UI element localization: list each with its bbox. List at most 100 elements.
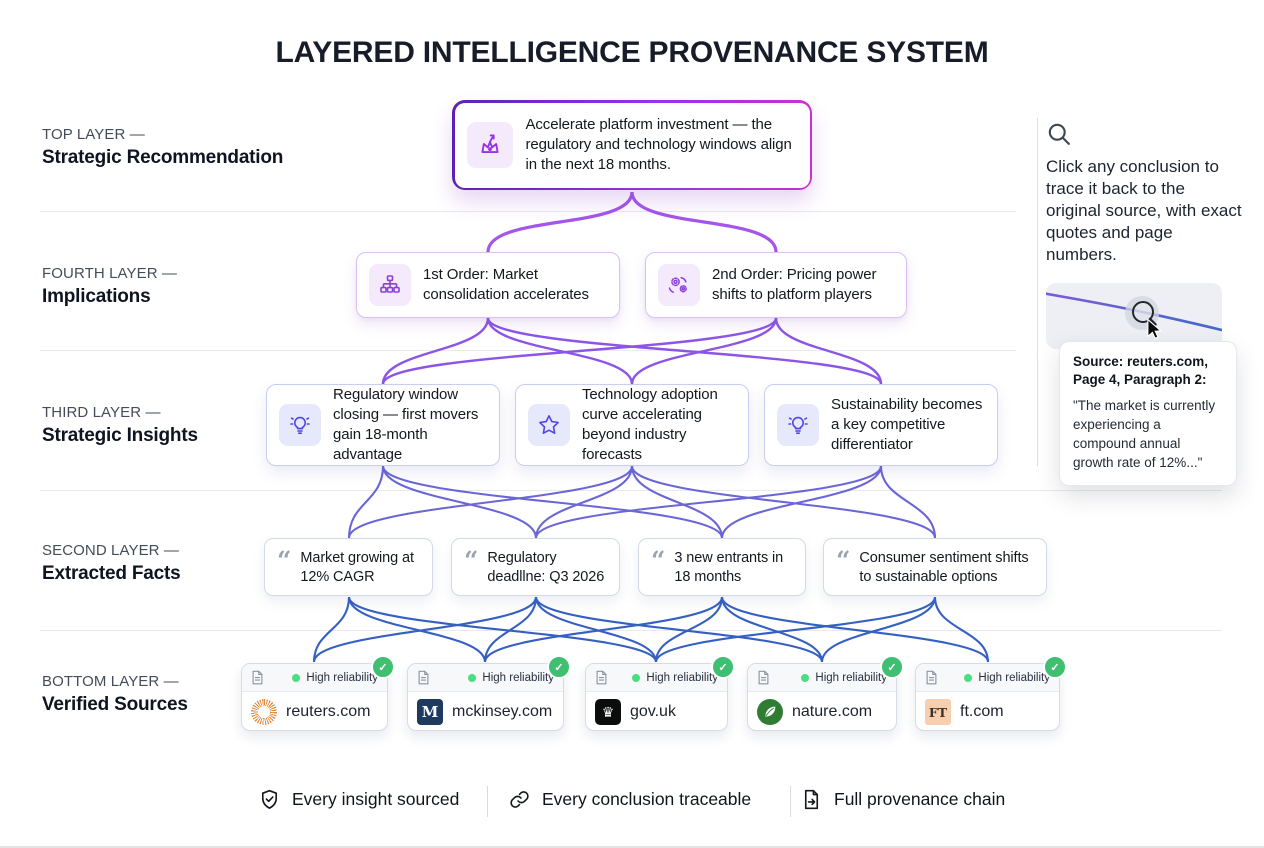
layer-label-bottom: BOTTOM LAYER — Verified Sources bbox=[42, 673, 188, 716]
ft-logo: FT bbox=[925, 699, 951, 725]
footer-label: Every insight sourced bbox=[292, 789, 460, 809]
layer-name: Strategic Insights bbox=[42, 425, 198, 446]
sidebar-divider bbox=[1037, 118, 1038, 466]
layer-separator bbox=[40, 211, 1016, 212]
quote-icon: “ bbox=[836, 546, 851, 575]
source-domain: nature.com bbox=[792, 703, 873, 720]
footer-divider bbox=[790, 786, 791, 817]
govuk-crown-logo: ♛ bbox=[595, 699, 621, 725]
footer-item-provenance: Full provenance chain bbox=[800, 788, 1005, 811]
nature-leaf-logo bbox=[757, 699, 783, 725]
star-icon bbox=[528, 404, 570, 446]
recommendation-text: Accelerate platform investment — the reg… bbox=[525, 116, 792, 173]
layer-name: Strategic Recommendation bbox=[42, 147, 284, 168]
file-arrow-icon bbox=[804, 789, 819, 810]
page-title: LAYERED INTELLIGENCE PROVENANCE SYSTEM bbox=[275, 36, 989, 69]
reliability-dot bbox=[468, 673, 477, 682]
lightbulb-icon bbox=[777, 404, 819, 446]
layer-label-third: THIRD LAYER — Strategic Insights bbox=[42, 404, 198, 447]
reuters-logo bbox=[251, 699, 277, 725]
trace-curve bbox=[1046, 292, 1222, 332]
magnifier-icon bbox=[1046, 121, 1073, 153]
fact-text: Market growing at 12% CAGR bbox=[300, 550, 414, 586]
insight-node-3[interactable]: Sustainability becomes a key competitive… bbox=[764, 384, 998, 466]
quote-icon: “ bbox=[464, 546, 479, 575]
layer-separator bbox=[40, 350, 1016, 351]
fact-node-3[interactable]: “ 3 new entrants in 18 months bbox=[638, 538, 806, 596]
verified-check-icon: ✓ bbox=[547, 655, 571, 679]
bottom-edge-line bbox=[0, 846, 1264, 848]
quote-icon: “ bbox=[277, 546, 292, 575]
verified-check-icon: ✓ bbox=[1043, 655, 1067, 679]
document-icon bbox=[596, 670, 607, 685]
fact-text: 3 new entrants in 18 months bbox=[674, 550, 784, 586]
footer-label: Every conclusion traceable bbox=[542, 789, 752, 809]
fact-text: Consumer sentiment shifts to sustainable… bbox=[859, 550, 1029, 586]
layer-eyebrow: SECOND LAYER — bbox=[42, 542, 179, 559]
gears-icon bbox=[658, 264, 700, 306]
quote-icon: “ bbox=[651, 546, 666, 575]
implication-text: 2nd Order: Pricing power shifts to platf… bbox=[712, 266, 877, 303]
link-icon bbox=[510, 791, 529, 808]
verified-check-icon: ✓ bbox=[880, 655, 904, 679]
layer-eyebrow: BOTTOM LAYER — bbox=[42, 673, 179, 690]
layer-separator bbox=[40, 490, 1222, 491]
insight-text: Technology adoption curve accelerating b… bbox=[582, 386, 718, 463]
insight-node-1[interactable]: Regulatory window closing — first movers… bbox=[266, 384, 500, 466]
shield-check-icon bbox=[261, 789, 278, 809]
crown-icon bbox=[466, 122, 513, 168]
fact-text: Regulatory deadllne: Q3 2026 bbox=[487, 550, 605, 586]
source-domain: mckinsey.com bbox=[452, 703, 553, 720]
layer-label-top: TOP LAYER — Strategic Recommendation bbox=[42, 126, 283, 169]
fact-node-2[interactable]: “ Regulatory deadllne: Q3 2026 bbox=[451, 538, 620, 596]
document-icon bbox=[252, 670, 263, 685]
source-domain: gov.uk bbox=[630, 703, 676, 720]
sidebar-description: Click any conclusion to trace it back to… bbox=[1046, 157, 1242, 264]
source-card-govuk[interactable]: ✓ High reliability ♛ gov.uk bbox=[585, 655, 735, 731]
reliability-badge: High reliability bbox=[646, 671, 718, 684]
source-domain: ft.com bbox=[960, 703, 1004, 720]
footer-divider bbox=[487, 786, 488, 817]
footer-item-sourced: Every insight sourced bbox=[258, 788, 459, 811]
reliability-dot bbox=[292, 673, 301, 682]
document-icon bbox=[758, 670, 769, 685]
tooltip-quote: "The market is currently experiencing a … bbox=[1073, 398, 1216, 470]
trace-preview-panel[interactable] bbox=[1046, 283, 1222, 349]
layer-name: Implications bbox=[42, 286, 151, 307]
org-chart-icon bbox=[369, 264, 411, 306]
recommendation-node[interactable]: Accelerate platform investment — the reg… bbox=[452, 100, 812, 190]
reliability-dot bbox=[801, 673, 810, 682]
verified-check-icon: ✓ bbox=[711, 655, 735, 679]
document-icon bbox=[926, 670, 937, 685]
source-card-mckinsey[interactable]: ✓ High reliability M mckinsey.com bbox=[407, 655, 571, 731]
fact-node-1[interactable]: “ Market growing at 12% CAGR bbox=[264, 538, 433, 596]
layer-eyebrow: THIRD LAYER — bbox=[42, 404, 161, 421]
implication-node-1[interactable]: 1st Order: Market consolidation accelera… bbox=[356, 252, 620, 318]
source-card-nature[interactable]: ✓ High reliability nature.com bbox=[747, 655, 904, 731]
source-domain: reuters.com bbox=[286, 703, 371, 720]
reliability-badge: High reliability bbox=[482, 671, 554, 684]
fact-node-4[interactable]: “ Consumer sentiment shifts to sustainab… bbox=[823, 538, 1047, 596]
layer-eyebrow: FOURTH LAYER — bbox=[42, 265, 178, 282]
implication-text: 1st Order: Market consolidation accelera… bbox=[423, 266, 589, 303]
layer-name: Extracted Facts bbox=[42, 563, 181, 584]
cursor-arrow-icon bbox=[1147, 318, 1163, 345]
lightbulb-icon bbox=[279, 404, 321, 446]
layer-eyebrow: TOP LAYER — bbox=[42, 126, 145, 143]
reliability-badge: High reliability bbox=[306, 671, 378, 684]
footer-item-traceable: Every conclusion traceable bbox=[508, 788, 751, 811]
layer-label-second: SECOND LAYER — Extracted Facts bbox=[42, 542, 181, 585]
insight-text: Regulatory window closing — first movers… bbox=[333, 386, 479, 463]
source-card-reuters[interactable]: ✓ High reliability reuters.com bbox=[241, 655, 395, 731]
implication-node-2[interactable]: 2nd Order: Pricing power shifts to platf… bbox=[645, 252, 907, 318]
layer-name: Verified Sources bbox=[42, 694, 188, 715]
insight-node-2[interactable]: Technology adoption curve accelerating b… bbox=[515, 384, 749, 466]
layer-label-fourth: FOURTH LAYER — Implications bbox=[42, 265, 177, 308]
reliability-badge: High reliability bbox=[815, 671, 887, 684]
document-icon bbox=[418, 670, 429, 685]
reliability-dot bbox=[964, 673, 973, 682]
source-card-ft[interactable]: ✓ High reliability FT ft.com bbox=[915, 655, 1067, 731]
tooltip-heading: Source: reuters.com, Page 4, Paragraph 2… bbox=[1073, 354, 1209, 387]
